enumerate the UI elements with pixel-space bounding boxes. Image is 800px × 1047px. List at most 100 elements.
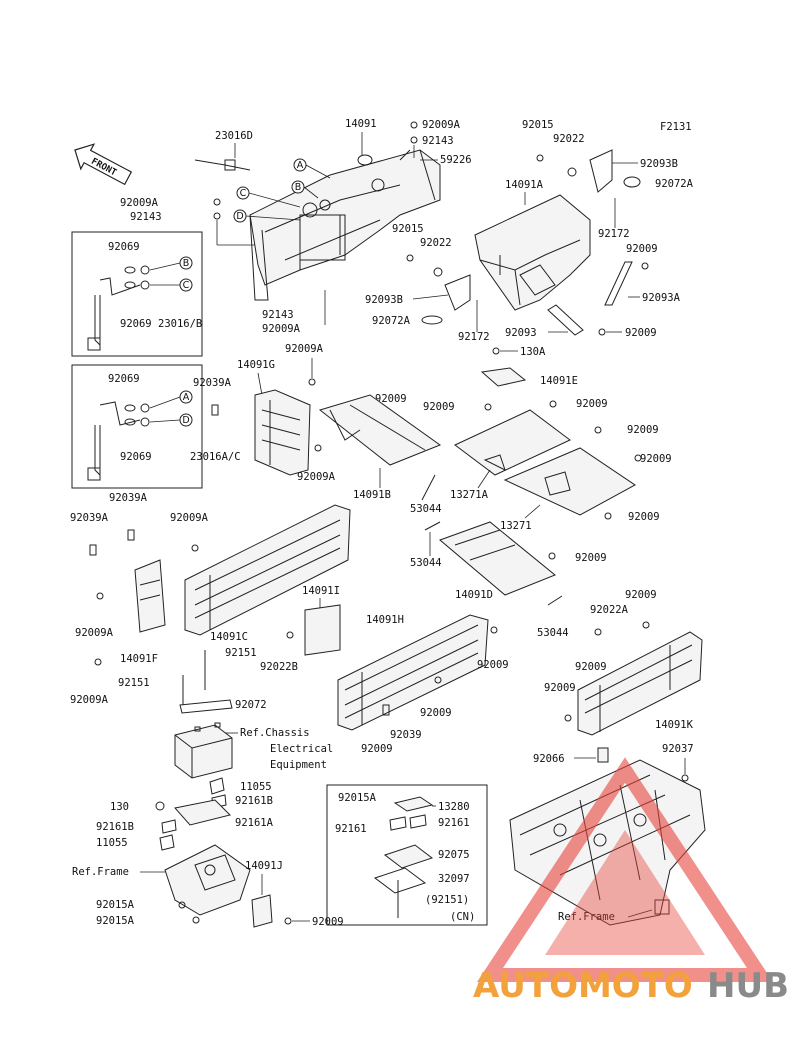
label-92161A: 92161A [235, 817, 274, 829]
tray-13271 [503, 447, 636, 516]
label-92143-top: 92143 [422, 135, 454, 147]
label-92009-k4: 92009 [544, 682, 576, 694]
dashboard-assembly-14091 [249, 149, 441, 301]
svg-text:A: A [183, 392, 190, 403]
label-92093B-a: 92093B [365, 294, 403, 306]
label-92009-j: 92009 [312, 916, 344, 928]
label-92066: 92066 [533, 753, 565, 765]
label-92069-2: 92069 [120, 318, 152, 330]
label-14091J: 14091J [245, 860, 283, 872]
label-53044-3: 53044 [537, 627, 569, 639]
svg-text:D: D [236, 211, 243, 222]
label-92151-1: 92151 [225, 647, 257, 659]
label-13271: 13271 [500, 520, 532, 532]
label-92009-k3: 92009 [575, 661, 607, 673]
watermark-text-part2: HUB [707, 966, 789, 1006]
svg-text:B: B [295, 182, 302, 193]
label-13271A: 13271A [450, 489, 489, 501]
svg-text:B: B [183, 258, 190, 269]
label-92161B-1: 92161B [235, 795, 273, 807]
label-92161-2: 92161 [438, 817, 470, 829]
label-14091H: 14091H [366, 614, 404, 626]
label-92075: 92075 [438, 849, 470, 861]
ref-chassis-2: Electrical [270, 743, 333, 755]
label-11055-1: 11055 [240, 781, 272, 793]
tray-14091A [474, 194, 591, 311]
label-92009A-b: 92009A [262, 323, 301, 335]
label-92009-k2: 92009 [625, 589, 657, 601]
callout-C-box1: C [179, 278, 193, 292]
label-92009-h1: 92009 [420, 707, 452, 719]
label-92009-h2: 92009 [361, 743, 393, 755]
label-130A: 130A [520, 346, 546, 358]
figure-code: F2131 [660, 121, 692, 133]
battery [174, 722, 233, 779]
label-92022A: 92022A [590, 604, 629, 616]
label-14091F: 14091F [120, 653, 158, 665]
label-92015A-1: 92015A [96, 899, 135, 911]
label-92151-2: 92151 [118, 677, 150, 689]
watermark-text-part1: AUTOMOTO [473, 966, 693, 1006]
label-92009-r2: 92009 [625, 327, 657, 339]
panel-14091G [254, 389, 311, 476]
label-92009A-l: 92009A [120, 197, 159, 209]
label-92009-m5: 92009 [640, 453, 672, 465]
label-11055-2: 11055 [96, 837, 128, 849]
tray-13271A [454, 409, 571, 476]
label-92009A-g: 92009A [285, 343, 324, 355]
callout-B-box1: B [179, 256, 193, 270]
callout-B-top: B [291, 180, 305, 194]
ref-chassis-3: Equipment [270, 759, 327, 771]
front-arrow-icon: FRONT [74, 143, 133, 186]
label-14091D: 14091D [455, 589, 493, 601]
plate-14091I [304, 604, 341, 656]
label-23016B: 23016/B [158, 318, 202, 330]
label-92172-r: 92172 [598, 228, 630, 240]
label-14091G: 14091G [237, 359, 275, 371]
label-23016D: 23016D [215, 130, 253, 142]
label-92009-m3: 92009 [576, 398, 608, 410]
label-92009-k1: 92009 [477, 659, 509, 671]
svg-text:C: C [240, 188, 247, 199]
battery-tray-frame [164, 844, 251, 916]
watermark-triangle-icon [477, 757, 773, 982]
label-92093: 92093 [505, 327, 537, 339]
label-cn: (CN) [450, 911, 475, 923]
label-14091A: 14091A [505, 179, 544, 191]
label-92039: 92039 [390, 729, 422, 741]
label-92069-4: 92069 [120, 451, 152, 463]
vehicle-frame [509, 759, 706, 926]
label-92009A-c: 92009A [170, 512, 209, 524]
svg-text:A: A [297, 160, 304, 171]
label-92069-3: 92069 [108, 373, 140, 385]
label-92015-a: 92015 [392, 223, 424, 235]
label-53044-1: 53044 [410, 503, 442, 515]
detail-box-cn [326, 784, 488, 926]
label-14091I: 14091I [302, 585, 340, 597]
detail-box-23016B [71, 231, 203, 357]
panel-14091D [439, 521, 556, 596]
tray-14091B [318, 394, 442, 466]
label-92009A-m: 92009A [297, 471, 336, 483]
label-14091: 14091 [345, 118, 377, 130]
panel-14091K [577, 631, 703, 736]
label-92151-box: (92151) [425, 894, 469, 906]
label-92039A-g: 92039A [193, 377, 232, 389]
bracket-14091J [251, 894, 273, 928]
label-92009-m4: 92009 [627, 424, 659, 436]
label-14091C: 14091C [210, 631, 248, 643]
label-92093A: 92093A [642, 292, 681, 304]
label-130: 130 [110, 801, 129, 813]
label-92143-l: 92143 [130, 211, 162, 223]
label-53044-2: 53044 [410, 557, 442, 569]
detail-box-23016AC [71, 364, 203, 489]
label-32097: 32097 [438, 873, 470, 885]
label-92009A-top: 92009A [422, 119, 461, 131]
label-92143-b: 92143 [262, 309, 294, 321]
label-92161-1: 92161 [335, 823, 367, 835]
panel-14091C [184, 504, 351, 636]
bracket-14091F [134, 559, 166, 633]
label-92009-m1: 92009 [375, 393, 407, 405]
label-92093B-r: 92093B [640, 158, 678, 170]
